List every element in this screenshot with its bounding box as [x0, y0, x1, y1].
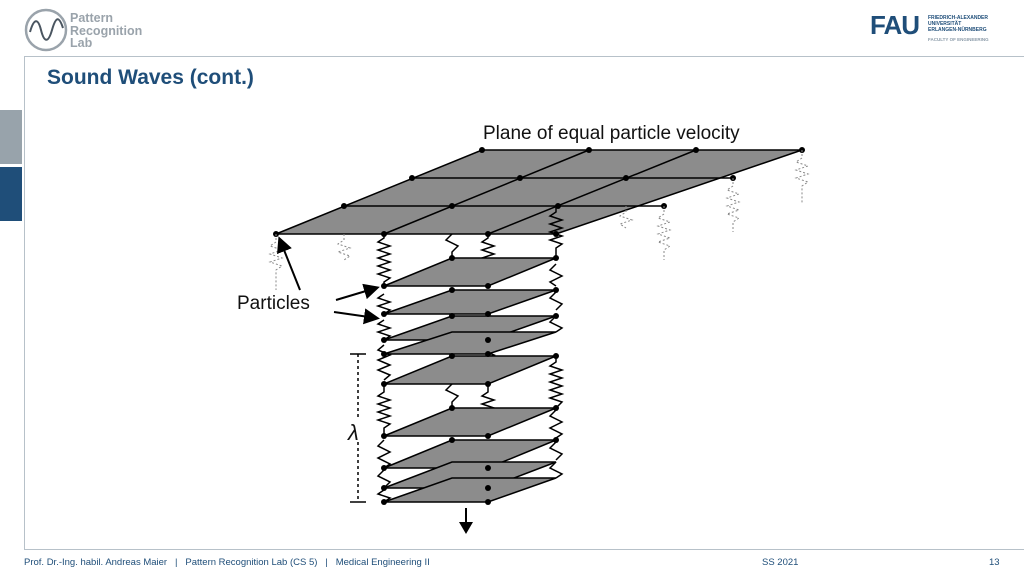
lab-logo-line: Pattern: [70, 11, 114, 25]
fau-name-line: FRIEDRICH-ALEXANDER: [928, 15, 988, 21]
sidebar-marker-active: [0, 167, 22, 221]
top-plane: [273, 147, 805, 237]
wavelength-indicator: [350, 353, 366, 503]
fau-name-line: UNIVERSITÄT: [928, 21, 962, 27]
fau-name: FRIEDRICH-ALEXANDER UNIVERSITÄT ERLANGEN…: [928, 15, 988, 33]
pattern-recognition-lab-logo: Pattern Recognition Lab: [24, 8, 164, 54]
fau-name-line: ERLANGEN-NÜRNBERG: [928, 27, 987, 33]
fau-mark: FAU: [870, 10, 920, 40]
particles-label: Particles: [237, 293, 310, 314]
footer-credits: Prof. Dr.-Ing. habil. Andreas Maier | Pa…: [24, 557, 430, 568]
propagation-arrow: [459, 508, 473, 534]
lab-logo-line: Recognition: [70, 23, 143, 38]
faint-springs: [268, 150, 810, 290]
wavelength-symbol: λ: [347, 420, 359, 445]
footer-semester: SS 2021: [762, 557, 799, 568]
slide-frame: [24, 56, 1024, 550]
lab-logo-text: Pattern Recognition Lab: [70, 12, 142, 50]
lab-logo-icon: [24, 8, 68, 52]
fau-faculty: FACULTY OF ENGINEERING: [928, 37, 989, 42]
plane-label: Plane of equal particle velocity: [483, 123, 740, 144]
page-number: 13: [989, 557, 1000, 568]
lab-logo-line: Lab: [70, 36, 93, 50]
particles-arrows: [277, 236, 380, 325]
particle-dots: [381, 255, 559, 505]
slide-title: Sound Waves (cont.): [47, 66, 254, 89]
particle-plates: [383, 257, 557, 503]
fau-logo: FAU FRIEDRICH-ALEXANDER UNIVERSITÄT ERLA…: [870, 8, 1010, 46]
sidebar-marker-inactive: [0, 110, 22, 164]
